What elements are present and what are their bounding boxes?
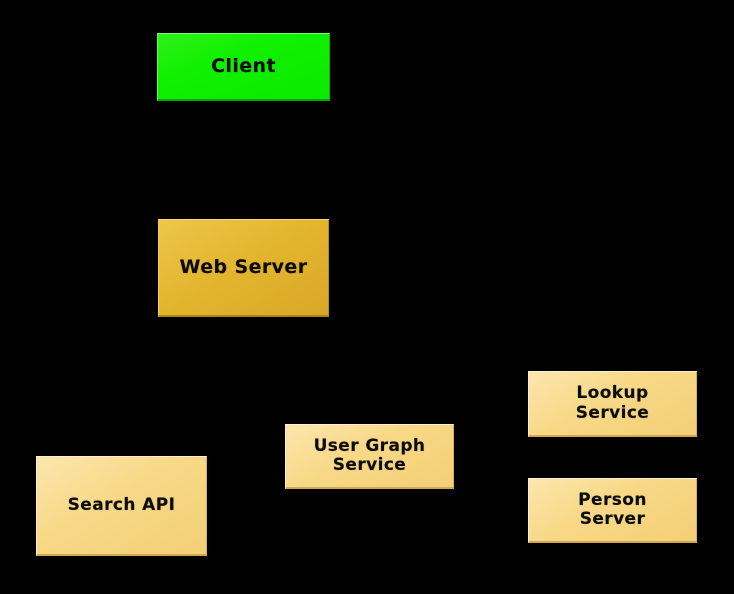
node-client[interactable]: Client	[157, 33, 330, 101]
node-label-client: Client	[211, 54, 276, 77]
node-label-lookup-service: Lookup Service	[575, 383, 650, 423]
node-user-graph-service[interactable]: User Graph Service	[285, 424, 454, 489]
node-label-search-api: Search API	[67, 494, 176, 515]
node-search-api[interactable]: Search API	[36, 456, 207, 556]
node-person-server[interactable]: Person Server	[528, 478, 697, 543]
node-web-server[interactable]: Web Server	[158, 219, 329, 317]
node-label-web-server: Web Server	[179, 255, 308, 278]
node-label-person-server: Person Server	[578, 489, 647, 529]
node-lookup-service[interactable]: Lookup Service	[528, 371, 697, 437]
node-label-user-graph-service: User Graph Service	[313, 435, 426, 475]
